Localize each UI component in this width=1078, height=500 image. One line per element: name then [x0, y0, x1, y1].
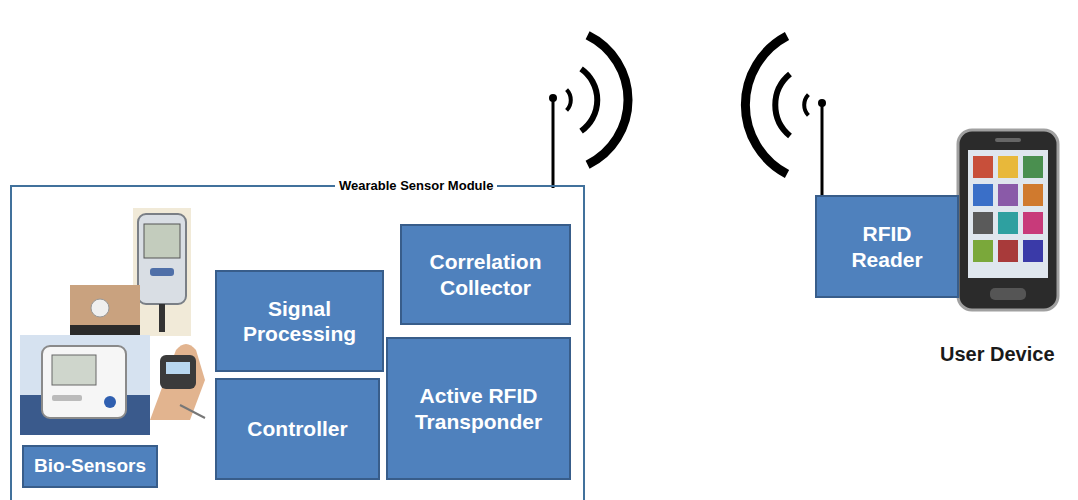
antenna-icon-part: [581, 69, 597, 131]
blood-pressure-monitor-photo-part: [52, 355, 96, 385]
phone-image-part: [990, 288, 1026, 300]
phone-image-part: [1023, 156, 1043, 178]
blood-pressure-monitor-photo-part: [104, 396, 116, 408]
antenna-icon-part: [552, 100, 555, 188]
box-label: Controller: [247, 416, 347, 441]
phone-image-part: [1023, 240, 1043, 262]
antenna-icon-part: [567, 90, 571, 111]
box-label: Signal Processing: [225, 296, 374, 346]
antenna-icon-part: [804, 95, 808, 116]
phone-image-part: [998, 156, 1018, 178]
glucose-meter-photo-part: [138, 214, 186, 304]
antenna-icon: [549, 35, 628, 188]
phone-image-part: [998, 240, 1018, 262]
glucose-meter-photo: [133, 208, 191, 336]
phone-image-part: [973, 156, 993, 178]
antenna-icon-part: [588, 35, 628, 164]
sensor-box: Bio-Sensors: [22, 445, 158, 488]
phone-image-part: [958, 130, 1058, 310]
box-label: Correlation Collector: [410, 249, 561, 299]
antenna-icon-part: [549, 94, 557, 102]
pulse-oximeter-photo-part: [180, 405, 205, 418]
blood-pressure-monitor-photo-part: [20, 335, 150, 435]
phone-image-part: [968, 150, 1048, 278]
process-box: Controller: [215, 378, 380, 480]
glucose-meter-photo-part: [150, 268, 174, 276]
glucose-meter-photo-part: [159, 304, 165, 332]
pulse-oximeter-photo-part: [166, 362, 190, 374]
blood-pressure-monitor-photo-part: [42, 346, 126, 418]
antenna-icon-part: [775, 74, 790, 136]
module-title: Wearable Sensor Module: [335, 177, 497, 195]
phone-image-part: [973, 212, 993, 234]
blood-pressure-monitor-photo-part: [52, 395, 82, 401]
phone-image-part: [1023, 212, 1043, 234]
antenna-icon: [745, 36, 826, 196]
phone-image: [958, 130, 1058, 310]
module-enclosure: Wearable Sensor ModuleBio-SensorsSignal …: [10, 185, 585, 500]
glucose-meter-photo-part: [144, 224, 180, 258]
box-label: Active RFID Transponder: [396, 383, 561, 433]
antenna-icon-part: [745, 36, 787, 174]
process-box: Active RFID Transponder: [386, 337, 571, 480]
phone-image-part: [1023, 184, 1043, 206]
pulse-oximeter-photo: [150, 344, 205, 420]
antenna-icon-part: [821, 105, 824, 196]
glucose-meter-photo-part: [133, 208, 191, 336]
antenna-icon-part: [818, 99, 826, 107]
phone-image-part: [973, 240, 993, 262]
device-label: User Device: [940, 343, 1055, 366]
pulse-oximeter-photo-part: [160, 355, 196, 389]
phone-image-part: [998, 184, 1018, 206]
blood-pressure-monitor-photo: [20, 335, 150, 435]
box-label: Bio-Sensors: [34, 455, 146, 478]
pulse-oximeter-photo-part: [150, 344, 205, 420]
phone-image-part: [995, 138, 1021, 142]
reader-box: RFID Reader: [815, 195, 959, 298]
process-box: Correlation Collector: [400, 224, 571, 325]
box-label: RFID Reader: [825, 221, 949, 271]
phone-image-part: [998, 212, 1018, 234]
process-box: Signal Processing: [215, 270, 384, 372]
sensor-patch-photo-part: [91, 299, 109, 317]
phone-image-part: [973, 184, 993, 206]
